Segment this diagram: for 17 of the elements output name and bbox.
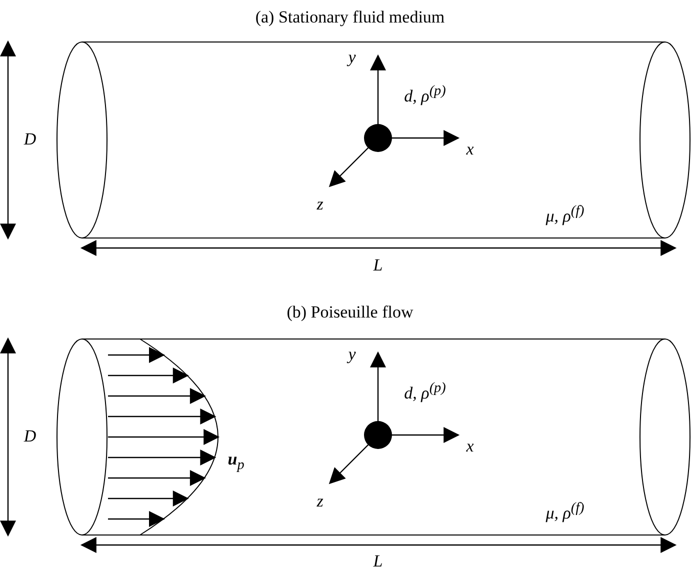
axis-label: z	[316, 492, 324, 512]
particle-property-label: d, ρ$^{(p)}$	[404, 84, 446, 106]
panel-title: (a) Stationary fluid medium	[255, 8, 445, 28]
dimension-label: D	[24, 130, 36, 150]
axis-label: y	[348, 346, 356, 364]
fluid-property-label: μ, ρ$^{(f)}$	[546, 204, 584, 226]
axis-label: x	[466, 438, 474, 456]
fluid-property-label: μ, ρ$^{(f)}$	[546, 500, 584, 524]
axis-label: x	[466, 140, 474, 160]
dimension-label: L	[373, 256, 383, 276]
velocity-label: u$_{p}$	[228, 450, 244, 474]
axis-label: y	[348, 48, 356, 68]
axis-label: z	[316, 196, 324, 214]
dimension-label: D	[24, 428, 36, 446]
panel-title: (b) Poiseuille flow	[286, 304, 414, 322]
particle-property-label: d, ρ$^{(p)}$	[404, 380, 446, 404]
dimension-label: L	[373, 552, 383, 572]
